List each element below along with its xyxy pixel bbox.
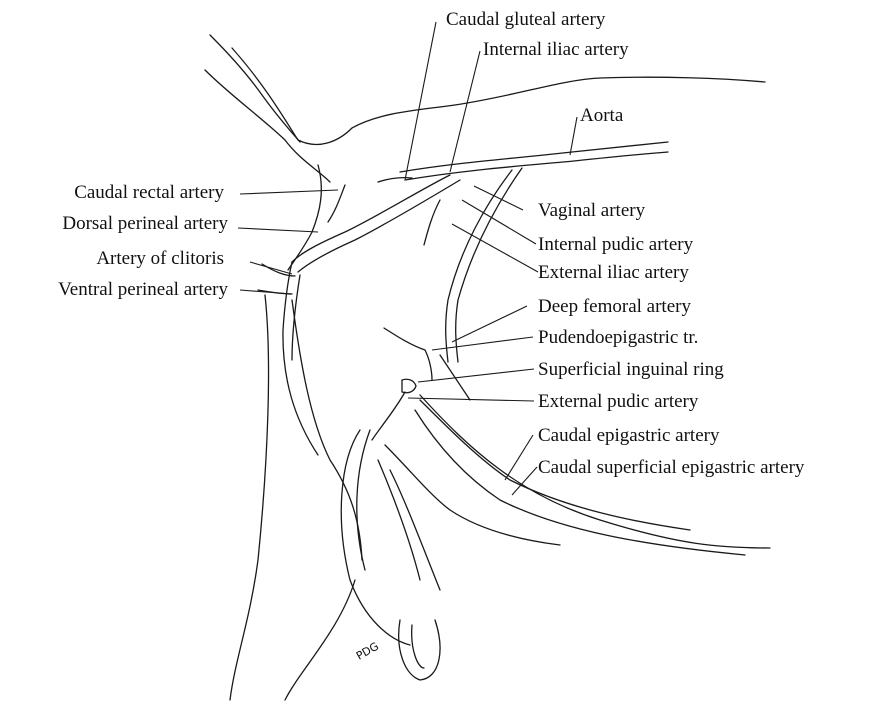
leader-external-pudic	[408, 398, 534, 401]
leader-internal-iliac	[450, 51, 480, 172]
label-pudendoepigastric-tr: Pudendoepigastric tr.	[538, 327, 698, 349]
label-dorsal-perineal-artery: Dorsal perineal artery	[62, 213, 228, 235]
leader-dorsal-perineal	[238, 228, 318, 232]
label-internal-iliac-artery: Internal iliac artery	[483, 39, 629, 61]
leader-ventral-perineal	[240, 290, 292, 294]
label-vaginal-artery: Vaginal artery	[538, 200, 645, 222]
label-external-iliac-artery: External iliac artery	[538, 262, 689, 284]
leader-pudendoepigastric	[432, 337, 533, 350]
label-artery-of-clitoris: Artery of clitoris	[96, 248, 224, 270]
leader-internal-pudic	[462, 200, 536, 244]
label-caudal-superficial-epigastric-artery: Caudal superficial epigastric artery	[538, 457, 804, 479]
leader-vaginal	[474, 186, 523, 210]
leader-caudal-rectal	[240, 190, 338, 194]
leader-superficial-epigastric	[512, 467, 537, 495]
leader-deep-femoral	[452, 306, 527, 342]
label-internal-pudic-artery: Internal pudic artery	[538, 234, 693, 256]
leader-clitoris	[250, 262, 292, 274]
label-external-pudic-artery: External pudic artery	[538, 391, 698, 413]
leader-caudal-epigastric	[505, 435, 533, 480]
label-caudal-epigastric-artery: Caudal epigastric artery	[538, 425, 719, 447]
leader-superficial-inguinal	[418, 369, 534, 382]
leader-caudal-gluteal	[405, 22, 436, 180]
label-caudal-rectal-artery: Caudal rectal artery	[74, 182, 224, 204]
label-deep-femoral-artery: Deep femoral artery	[538, 296, 691, 318]
label-aorta: Aorta	[580, 105, 623, 127]
leader-external-iliac	[452, 224, 538, 272]
label-ventral-perineal-artery: Ventral perineal artery	[58, 279, 228, 301]
leader-aorta	[570, 117, 577, 155]
label-caudal-gluteal-artery: Caudal gluteal artery	[446, 9, 605, 31]
label-superficial-inguinal-ring: Superficial inguinal ring	[538, 359, 724, 381]
